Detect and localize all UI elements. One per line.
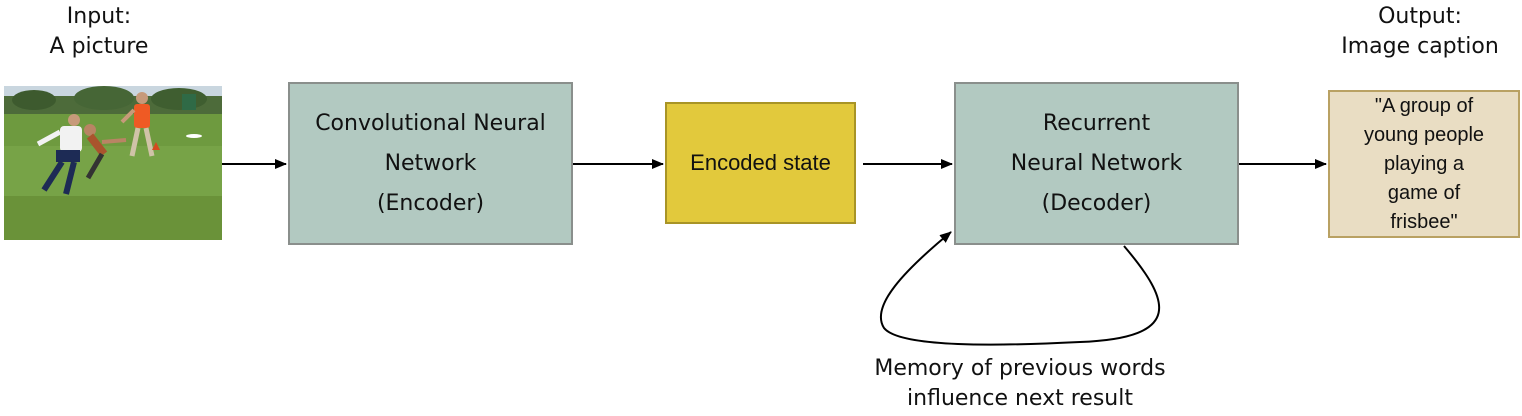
encoded-state-label: Encoded state xyxy=(690,150,831,175)
caption-line4: game of xyxy=(1387,181,1461,204)
cnn-label-line2: Network xyxy=(384,150,477,176)
input-label: Input: A picture xyxy=(20,2,178,62)
output-label: Output: Image caption xyxy=(1320,2,1520,62)
rnn-label-line1: Recurrent xyxy=(1042,110,1151,136)
input-label-line2: A picture xyxy=(49,34,149,59)
input-label-line1: Input: xyxy=(66,4,132,29)
recurrent-feedback-loop-arrow xyxy=(879,231,1161,346)
rnn-label-line3: (Decoder) xyxy=(1041,190,1152,216)
caption-line3: playing a xyxy=(1383,152,1465,175)
caption-line2: young people xyxy=(1363,123,1485,146)
memory-label-line1: Memory of previous words xyxy=(874,356,1166,381)
rnn-label-line2: Neural Network xyxy=(1010,150,1183,176)
memory-label-line2: influence next result xyxy=(907,386,1133,411)
caption-line5: frisbee" xyxy=(1390,210,1458,233)
image-caption-box: "A group of young people playing a game … xyxy=(1328,90,1520,238)
rnn-decoder-box: Recurrent Neural Network (Decoder) xyxy=(954,82,1239,245)
output-label-line1: Output: xyxy=(1378,4,1462,29)
caption-line1: "A group of xyxy=(1374,94,1474,117)
output-label-line2: Image caption xyxy=(1341,34,1499,59)
cnn-label-line1: Convolutional Neural xyxy=(315,110,546,136)
input-picture xyxy=(4,86,222,240)
cnn-label-line3: (Encoder) xyxy=(376,190,485,216)
memory-label: Memory of previous words influence next … xyxy=(820,354,1220,414)
encoded-state-box: Encoded state xyxy=(665,102,856,224)
cnn-encoder-box: Convolutional Neural Network (Encoder) xyxy=(288,82,573,245)
